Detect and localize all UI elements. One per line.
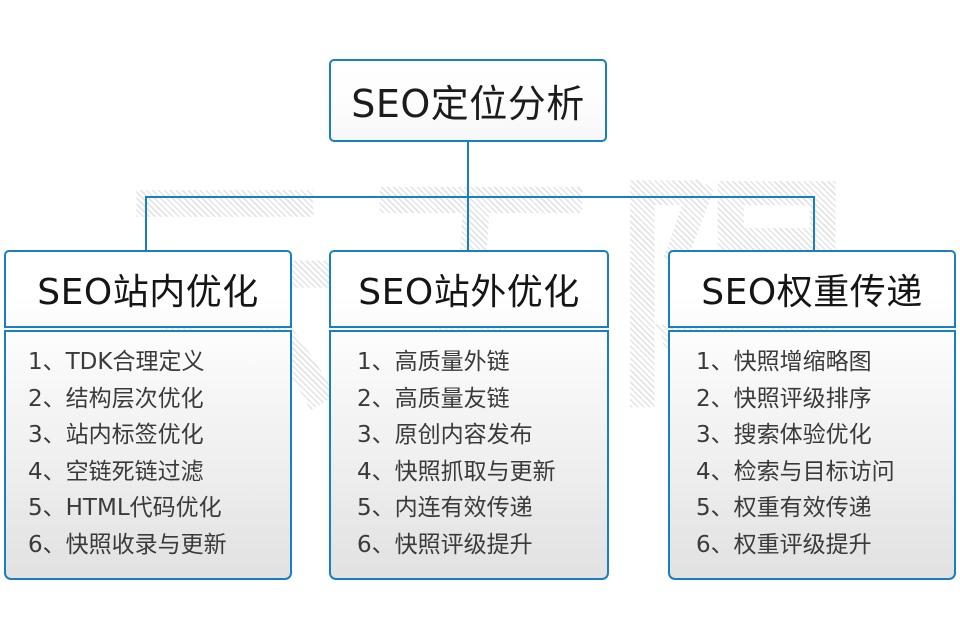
branch-column-0: SEO站内优化 1、TDK合理定义 2、结构层次优化 3、站内标签优化 4、空链… [4,250,292,580]
list-item: 3、站内标签优化 [28,422,204,448]
list-item: 6、快照收录与更新 [28,531,227,558]
list-item: 6、权重评级提升 [696,531,872,558]
list-item: 6、快照评级提升 [357,531,533,558]
branch-header-2[interactable]: SEO权重传递 [668,250,956,328]
list-item: 5、权重有效传递 [696,495,872,521]
root-node-label: SEO定位分析 [351,82,585,126]
list-item: 4、检索与目标访问 [696,458,895,485]
branch-body-0: 1、TDK合理定义 2、结构层次优化 3、站内标签优化 4、空链死链过滤 5、H… [4,330,292,580]
list-item: 1、快照增缩略图 [696,349,872,375]
branch-column-2: SEO权重传递 1、快照增缩略图 2、快照评级排序 3、搜索体验优化 4、检索与… [668,250,956,580]
branch-header-0[interactable]: SEO站内优化 [4,250,292,328]
branch-list-1: 1、高质量外链 2、高质量友链 3、原创内容发布 4、快照抓取与更新 5、内连有… [331,344,607,563]
list-item: 4、快照抓取与更新 [357,458,556,485]
branch-header-label-1: SEO站外优化 [358,272,580,313]
list-item: 1、TDK合理定义 [28,349,205,375]
list-item: 1、高质量外链 [357,349,510,375]
connector-horizontal-bus [145,196,815,198]
list-item: 2、结构层次优化 [28,385,204,412]
branch-header-label-0: SEO站内优化 [37,272,259,313]
list-item: 2、高质量友链 [357,385,510,412]
list-item: 3、搜索体验优化 [696,422,872,448]
root-node[interactable]: SEO定位分析 [329,59,607,142]
list-item: 5、内连有效传递 [357,495,533,521]
connector-branch-center [467,196,469,252]
branch-body-1: 1、高质量外链 2、高质量友链 3、原创内容发布 4、快照抓取与更新 5、内连有… [329,330,609,580]
list-item: 3、原创内容发布 [357,422,533,448]
branch-body-2: 1、快照增缩略图 2、快照评级排序 3、搜索体验优化 4、检索与目标访问 5、权… [668,330,956,580]
connector-branch-left [145,196,147,252]
list-item: 2、快照评级排序 [696,385,872,412]
connector-branch-right [813,196,815,252]
branch-list-2: 1、快照增缩略图 2、快照评级排序 3、搜索体验优化 4、检索与目标访问 5、权… [670,344,954,563]
list-item: 5、HTML代码优化 [28,495,222,521]
branch-column-1: SEO站外优化 1、高质量外链 2、高质量友链 3、原创内容发布 4、快照抓取与… [329,250,609,580]
branch-header-1[interactable]: SEO站外优化 [329,250,609,328]
connector-root-down [467,141,469,198]
list-item: 4、空链死链过滤 [28,458,204,485]
branch-header-label-2: SEO权重传递 [701,272,923,313]
branch-list-0: 1、TDK合理定义 2、结构层次优化 3、站内标签优化 4、空链死链过滤 5、H… [6,344,290,563]
